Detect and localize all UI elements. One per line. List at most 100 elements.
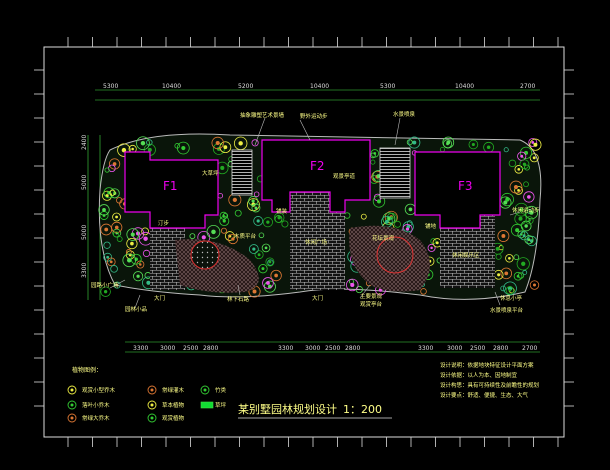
- tree-symbol: [220, 227, 227, 234]
- note-4: 设计要点：舒适、便捷、生态、大气: [440, 391, 529, 399]
- label-right: 休闲运动步: [512, 206, 540, 214]
- legend-symbol: [147, 413, 157, 423]
- tree-symbol: [505, 254, 514, 263]
- dim-top-text: 10400: [455, 83, 474, 90]
- dim-bottom-text: 2800: [493, 345, 508, 352]
- tree-symbol: [519, 159, 530, 170]
- tree-symbol: [100, 223, 113, 236]
- tree-symbol: [253, 191, 260, 198]
- legend-label: 草本植物: [162, 401, 185, 409]
- tree-symbol: [508, 159, 517, 168]
- label-left2: 园林小品: [125, 305, 148, 313]
- plant-legend: 植物图例： 观赏小型乔木常绿灌木竹类落叶小乔木草本植物草坪常绿大乔木观赏植物: [67, 366, 227, 423]
- tree-symbol: [211, 136, 224, 150]
- label-pave1: 铺装: [276, 207, 288, 215]
- tree-symbol: [189, 233, 196, 240]
- tree-symbol: [125, 249, 132, 255]
- tree-symbol: [106, 257, 116, 267]
- legend-label: 观赏小型乔木: [82, 386, 116, 394]
- tree-symbol: [281, 220, 289, 228]
- building-f2: [261, 139, 371, 213]
- dim-bottom-text: 2800: [203, 345, 218, 352]
- note-2: 设计依据：以人为本、因地制宜: [440, 371, 518, 379]
- legend-label: 竹类: [215, 386, 227, 394]
- label-bottom1: 林下石路: [227, 295, 250, 303]
- label-lawn1: 大草坪: [202, 169, 219, 177]
- tree-symbol: [516, 257, 530, 271]
- tree-symbol: [346, 278, 359, 292]
- legend-symbol: [147, 400, 157, 410]
- tree-symbol: [103, 241, 111, 249]
- tree-symbol: [442, 136, 455, 149]
- legend-item: 落叶小乔木: [67, 400, 110, 410]
- legend-label: 观赏植物: [162, 414, 185, 422]
- tree-symbol: [360, 213, 367, 220]
- legend-item: 常绿灌木: [147, 385, 185, 395]
- label-gate1: 大门: [154, 294, 165, 302]
- legend-symbol: [200, 401, 214, 409]
- tree-symbol: [112, 212, 121, 222]
- label-left1: 园路小广场: [91, 281, 119, 289]
- tree-symbol: [254, 250, 264, 260]
- legend-symbol: [67, 413, 77, 423]
- paving-left: [150, 212, 185, 290]
- dim-left-text: 2400: [81, 135, 88, 150]
- drawing-scale: 1：200: [343, 403, 382, 416]
- tree-symbol: [133, 271, 144, 282]
- stairs-left: [231, 149, 253, 196]
- legend-item: 常绿大乔木: [67, 413, 110, 423]
- tree-symbol: [258, 232, 265, 239]
- tree-symbol: [513, 271, 523, 281]
- tree-symbol: [104, 167, 110, 173]
- tree-symbol: [136, 136, 150, 151]
- legend-symbol: [67, 385, 77, 395]
- label-path: 汀步: [158, 220, 170, 227]
- tree-symbol: [176, 141, 190, 155]
- tree-symbol: [262, 217, 273, 228]
- tree-symbol: [116, 197, 123, 204]
- legend-label: 常绿灌木: [162, 386, 185, 394]
- tree-symbol: [509, 180, 523, 194]
- annotations: 抽象雕塑艺术景墙 野外运动步 水景喷泉 大草坪 汀步 木质平台 观景亭道 铺装 …: [91, 110, 540, 314]
- tree-symbol: [372, 195, 386, 208]
- dim-top-text: 5200: [238, 83, 253, 90]
- tree-symbol: [122, 253, 136, 268]
- tree-symbol: [529, 153, 539, 163]
- building-f3: [414, 151, 501, 229]
- tree-symbol: [529, 138, 542, 151]
- tree-symbol: [113, 281, 121, 289]
- tree-symbol: [126, 228, 140, 241]
- tree-symbol: [524, 235, 534, 245]
- tree-symbol: [98, 204, 110, 216]
- tree-symbol: [258, 264, 268, 274]
- tree-symbol: [420, 288, 427, 295]
- tree-symbol: [528, 137, 538, 147]
- tree-symbol: [206, 225, 221, 239]
- tree-symbol: [513, 254, 520, 261]
- tree-symbol: [117, 143, 131, 157]
- tree-symbol: [514, 185, 523, 195]
- paving-right: [440, 215, 495, 288]
- tree-symbol: [523, 181, 529, 188]
- building-f2-label: F2: [310, 159, 325, 173]
- tree-symbol: [219, 141, 232, 154]
- building-f1-label: F1: [163, 179, 178, 193]
- tree-symbol: [265, 257, 275, 267]
- dim-bottom-text: 3000: [447, 345, 462, 352]
- label-bottom3: 水景喷泉平台: [490, 306, 524, 314]
- legend-item: 竹类: [200, 385, 227, 395]
- tree-symbol: [142, 249, 151, 258]
- legend-symbol: [67, 400, 77, 410]
- tree-symbol: [524, 205, 539, 220]
- tree-symbol: [514, 212, 527, 225]
- legend-symbol: [147, 385, 157, 395]
- legend-label: 常绿大乔木: [82, 414, 110, 422]
- label-bottom2: 休息小亭: [500, 294, 523, 302]
- drawing-title: 某别墅园林规划设计: [238, 402, 337, 416]
- dim-top-text: 10400: [162, 83, 181, 90]
- tree-symbol: [116, 236, 123, 242]
- note-3: 设计构思：具有可持续性及前瞻性的规划: [440, 381, 539, 389]
- design-notes: 设计说明：依据地块特征设计平面方案 设计依据：以人为本、因地制宜 设计构思：具有…: [440, 361, 539, 399]
- label-gate2: 大门: [312, 294, 323, 302]
